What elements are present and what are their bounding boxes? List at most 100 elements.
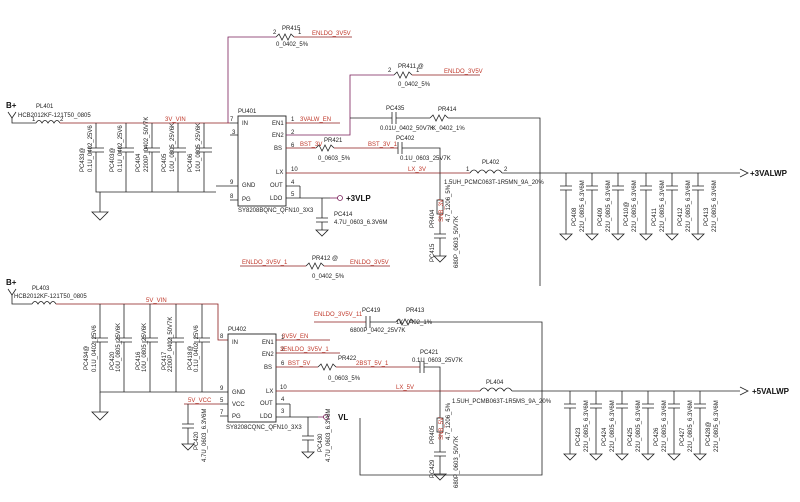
svg-text:LX: LX xyxy=(276,170,283,176)
snubber-3v: PR404 SNB_3V 4.7_1206_5% PC415 680P_0603… xyxy=(430,173,460,268)
svg-text:3: 3 xyxy=(232,130,236,136)
inductor-pl402: PL402 1.5UH_PCMC063T-1R5MN_9A_20% 1 2 xyxy=(444,160,544,186)
svg-text:BS: BS xyxy=(264,365,272,371)
svg-text:PC421: PC421 xyxy=(420,350,439,356)
svg-text:PC430: PC430 xyxy=(318,433,324,452)
svg-text:PC427: PC427 xyxy=(680,427,686,446)
en2-wire xyxy=(286,74,394,136)
svg-text:2200P_0402_50V7K: 2200P_0402_50V7K xyxy=(144,117,150,172)
svg-text:22U_0805_6.3V6M: 22U_0805_6.3V6M xyxy=(580,180,586,232)
svg-text:10U_0805_25V6K: 10U_0805_25V6K xyxy=(196,123,202,172)
svg-text:PC410@: PC410@ xyxy=(624,202,630,226)
svg-text:22U_0805_6.3V6M: 22U_0805_6.3V6M xyxy=(632,180,638,232)
svg-text:6800P_0402_25V7K: 6800P_0402_25V7K xyxy=(350,328,405,334)
out-ldo-wires-5v xyxy=(276,403,318,418)
svg-text:0.1U_0603_25V7K: 0.1U_0603_25V7K xyxy=(400,156,451,162)
svg-text:PL402: PL402 xyxy=(482,160,500,166)
svg-text:OUT: OUT xyxy=(260,401,273,407)
svg-text:22U_0805_6.3V6M: 22U_0805_6.3V6M xyxy=(712,180,718,232)
pc402-lx-wire xyxy=(402,147,441,173)
svg-text:GND: GND xyxy=(232,390,246,396)
svg-text:EN2: EN2 xyxy=(262,352,274,358)
svg-text:PC420: PC420 xyxy=(194,431,200,450)
svg-text:PC405: PC405 xyxy=(162,153,168,172)
snubber-5v: PR405 SNB_5V 4.7_1206_5% PC429 680P_0603… xyxy=(430,391,460,488)
b-plus-wire-bottom xyxy=(11,295,32,305)
svg-text:PC435: PC435 xyxy=(386,106,405,112)
resistor-pr421: PR421 0_0603_5% xyxy=(315,138,351,162)
svg-text:PR413: PR413 xyxy=(406,308,425,314)
svg-text:22U_0805_6.3V6M: 22U_0805_6.3V6M xyxy=(610,400,616,452)
svg-text:7: 7 xyxy=(230,117,234,123)
v5-vcc-label: 5V_VCC xyxy=(188,398,212,404)
svg-text:1.5UH_PCMB063T-1R5MS_9A_20%: 1.5UH_PCMB063T-1R5MS_9A_20% xyxy=(452,399,552,405)
svg-text:LDO: LDO xyxy=(260,414,273,420)
svg-text:680P_0603_50V7K: 680P_0603_50V7K xyxy=(454,436,460,488)
svg-text:HCB2012KF-121T50_0805: HCB2012KF-121T50_0805 xyxy=(18,113,91,119)
enldo-2-label: ENLDO_3V5V xyxy=(444,69,483,75)
resistor-pr422: PR422 0_0603_5% xyxy=(317,356,361,382)
svg-text:PR404: PR404 xyxy=(430,209,436,228)
output-cap-bank-5v: PC423 22U_0805_6.3V6M PC424 22U_0805_6.3… xyxy=(563,391,720,461)
svg-text:PC408: PC408 xyxy=(572,207,578,226)
svg-text:PC418@: PC418@ xyxy=(188,346,194,370)
svg-text:1: 1 xyxy=(298,30,302,36)
svg-text:0.1U_0402_25V6: 0.1U_0402_25V6 xyxy=(92,325,98,372)
svg-text:PL404: PL404 xyxy=(486,380,504,386)
svg-text:8: 8 xyxy=(220,334,224,340)
v5valwp-label: +5VALWP xyxy=(752,387,790,396)
enldo-1-label-bottom: 3ENLDO_3V5V_1 xyxy=(280,347,329,353)
svg-text:PR415: PR415 xyxy=(282,26,301,32)
resistor-pr411: PR411 @ 0_0402_5% 2 1 xyxy=(388,64,431,88)
svg-text:PR411 @: PR411 @ xyxy=(398,64,424,70)
inductor-pl404: PL404 1.5UH_PCMB063T-1R5MS_9A_20% xyxy=(452,380,552,405)
cap-pc414: PC414 4.7U_0603_6.3V6M xyxy=(315,198,387,237)
bst-5v-1-label: 2BST_5V_1 xyxy=(356,361,389,367)
svg-text:1: 1 xyxy=(281,335,285,341)
svg-text:EN2: EN2 xyxy=(272,133,284,139)
svg-text:4: 4 xyxy=(291,180,295,186)
svg-text:7: 7 xyxy=(220,410,224,416)
svg-text:680P_0603_50V7K: 680P_0603_50V7K xyxy=(454,216,460,268)
cap-pc435: PC435 0.01U_0402_50V7K xyxy=(380,106,434,132)
svg-text:10: 10 xyxy=(291,167,298,173)
svg-text:PC412: PC412 xyxy=(678,207,684,226)
svg-text:22U_0805_6.3V6M: 22U_0805_6.3V6M xyxy=(714,400,720,452)
svg-text:6: 6 xyxy=(281,361,285,367)
svg-text:PC416: PC416 xyxy=(136,351,142,370)
svg-text:VCC: VCC xyxy=(232,402,245,408)
v5v-en-label: 3V5V_EN xyxy=(282,334,308,340)
svg-text:1: 1 xyxy=(291,117,295,123)
svg-text:0.1U_0402_25V6: 0.1U_0402_25V6 xyxy=(194,325,200,372)
bst-3v-label: BST_3V xyxy=(300,142,322,148)
svg-text:PU401: PU401 xyxy=(238,109,257,115)
svg-text:PC409: PC409 xyxy=(598,207,604,226)
svg-text:PC417: PC417 xyxy=(162,351,168,370)
svg-text:PL401: PL401 xyxy=(36,104,54,110)
svg-text:GND: GND xyxy=(242,183,256,189)
svg-text:9: 9 xyxy=(230,180,234,186)
svg-text:22U_0805_6.3V6M: 22U_0805_6.3V6M xyxy=(584,400,590,452)
svg-text:5: 5 xyxy=(291,192,295,198)
v3vlp-label: +3VLP xyxy=(346,194,371,203)
svg-text:4.7U_0603_6.3V6M: 4.7U_0603_6.3V6M xyxy=(202,409,208,462)
v5valwp-arrow xyxy=(739,386,749,396)
vl-label: VL xyxy=(338,413,348,422)
v3valwp-label: +3VALWP xyxy=(750,169,788,178)
svg-text:2: 2 xyxy=(281,347,285,353)
resistor-pr412: PR412 @ 0_0402_5% xyxy=(305,256,345,280)
svg-text:1: 1 xyxy=(32,117,36,123)
svg-text:K_0402_1%: K_0402_1% xyxy=(432,126,465,132)
bead-pl403: PL403 HCB2012KF-121T50_0805 xyxy=(14,286,87,305)
svg-text:2: 2 xyxy=(60,117,64,123)
svg-text:PC413: PC413 xyxy=(704,207,710,226)
svg-text:EN1: EN1 xyxy=(272,121,284,127)
svg-text:4.7U_0603_6.3V6M: 4.7U_0603_6.3V6M xyxy=(326,409,332,462)
resistor-pr414: PR414 K_0402_1% xyxy=(429,107,465,132)
v5-vin-label: 5V_VIN xyxy=(146,298,167,304)
input-cap-bank-3v: PC433@ 0.1U_0402_25V6 PC403@ 0.1U_0402_2… xyxy=(80,117,216,221)
bead-pl401: PL401 HCB2012KF-121T50_0805 1 2 xyxy=(18,104,91,124)
svg-text:10U_0805_25V6K: 10U_0805_25V6K xyxy=(142,323,148,372)
svg-text:2: 2 xyxy=(291,130,295,136)
cap-pc421: PC421 0.1U_0603_25V7K xyxy=(412,350,463,373)
